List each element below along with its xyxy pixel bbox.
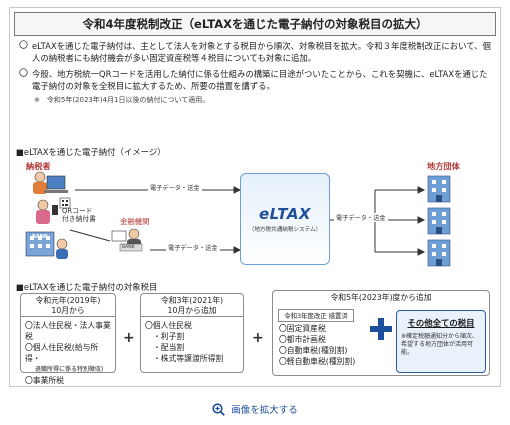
list-item: 〇個人住民税(給与所得・ <box>25 343 99 363</box>
plus-sign-2: + <box>252 330 264 346</box>
tax-box-2019-items: 〇法人住民税・法人事業税 〇個人住民税(給与所得・ 退職所得に係る特別徴収) 〇… <box>21 316 115 389</box>
eltax-system-box: eLTAX （地方税共通納税システム） <box>240 173 330 265</box>
tax-box-2023-items: 〇固定資産税 〇都市計画税 〇自動車税(種別割) 〇軽自動車税(種別割) <box>279 323 355 367</box>
other-taxes-title: その他全ての税目 <box>407 318 475 328</box>
list-item: 〇軽自動車税(種別割) <box>279 357 356 366</box>
plus-icon <box>370 318 392 340</box>
list-item: ・株式等譲渡所得割 <box>153 354 224 363</box>
flow-label-3: 電子データ・送金 <box>334 213 388 222</box>
intro-bullet-2: 〇 今般、地方税統一QRコードを活用した納付に係る仕組みの構築に目途がついたこと… <box>16 68 494 93</box>
flow-label-2: 電子データ・送金 <box>166 243 220 252</box>
enlarge-image-link[interactable]: 画像を拡大する <box>0 402 510 416</box>
bank-label: 金融機関 <box>120 217 150 226</box>
intro-paragraph-1: eLTAXを通じた電子納付は、主として法人を対象とする税目から順次、対象税目を拡… <box>32 41 491 64</box>
tax-box-2021: 令和3年(2021年) 10月から追加 〇個人住民税 ・利子割 ・配当割 ・株式… <box>140 293 244 373</box>
list-item: 〇事業所税 <box>25 376 64 385</box>
tax-box-2021-items: 〇個人住民税 ・利子割 ・配当割 ・株式等譲渡所得割 <box>141 316 243 367</box>
list-item: 〇都市計画税 <box>279 335 326 344</box>
list-item: 退職所得に係る特別徴収) <box>35 366 104 373</box>
bank-terminal-sign: BANK <box>122 245 135 250</box>
bullet-mark: 〇 <box>19 41 29 51</box>
eltax-logo: eLTAX <box>259 205 311 223</box>
reform-tag: 令和3年度改正 措置済 <box>278 309 354 322</box>
qr-caption: QRコード 付き納付書 <box>62 207 96 223</box>
targets-section-label: ■eLTAXを通じた電子納付の対象税目 <box>16 282 158 292</box>
list-item: ・配当割 <box>153 343 185 352</box>
intro-note: ※ 令和5年(2023年)4月1日以後の納付について適用。 <box>34 96 210 105</box>
qr-caption-line-1: QRコード <box>62 207 93 215</box>
other-taxes-box: その他全ての税目 ※確定税額通知分から順次、希望する地方団体が活用可能。 <box>396 310 486 373</box>
list-item: 〇法人住民税・法人事業税 <box>25 321 111 341</box>
list-item: 〇自動車税(種別割) <box>279 346 348 355</box>
tax-box-2023-header: 令和5年(2023年)度から追加 <box>330 293 432 302</box>
bullet-mark: 〇 <box>19 68 29 79</box>
list-item: 〇個人住民税 <box>145 321 192 330</box>
header-line-1: 令和3年(2021年) <box>160 296 224 305</box>
header-line-2: 10月から <box>51 306 85 315</box>
tax-box-2019-header: 令和元年(2019年) 10月から <box>21 294 115 316</box>
list-item: ・利子割 <box>153 332 185 341</box>
flow-label-1: 電子データ・送金 <box>148 183 202 192</box>
header-line-1: 令和元年(2019年) <box>35 296 101 305</box>
enlarge-link-text[interactable]: 画像を拡大する <box>231 405 298 416</box>
intro-paragraph-2: 今般、地方税統一QRコードを活用した納付に係る仕組みの構築に目途がついたことから… <box>32 68 488 91</box>
tax-box-2021-header: 令和3年(2021年) 10月から追加 <box>141 294 243 316</box>
figure-title: 令和4年度税制改正（eLTAXを通じた電子納付の対象税目の拡大） <box>14 12 496 36</box>
payer-label: 納税者 <box>26 161 51 171</box>
zoom-in-icon <box>212 402 226 416</box>
intro-bullet-1: 〇 eLTAXを通じた電子納付は、主として法人を対象とする税目から順次、対象税目… <box>16 40 494 65</box>
other-taxes-note: ※確定税額通知分から順次、希望する地方団体が活用可能。 <box>401 333 479 356</box>
list-item: 〇固定資産税 <box>279 324 326 333</box>
plus-sign-1: + <box>123 330 135 346</box>
local-gov-label: 地方団体 <box>427 161 460 171</box>
intro-text: 〇 eLTAXを通じた電子納付は、主として法人を対象とする税目から順次、対象税目… <box>16 40 494 106</box>
bank-sign: BANK <box>32 234 48 240</box>
eltax-subtitle: （地方税共通納税システム） <box>248 227 322 233</box>
diagram-section-label: ■eLTAXを通じた電子納付（イメージ） <box>16 147 166 157</box>
header-line-2: 10月から追加 <box>167 306 217 315</box>
qr-caption-line-2: 付き納付書 <box>62 215 96 223</box>
tax-box-2019: 令和元年(2019年) 10月から 〇法人住民税・法人事業税 〇個人住民税(給与… <box>20 293 116 385</box>
